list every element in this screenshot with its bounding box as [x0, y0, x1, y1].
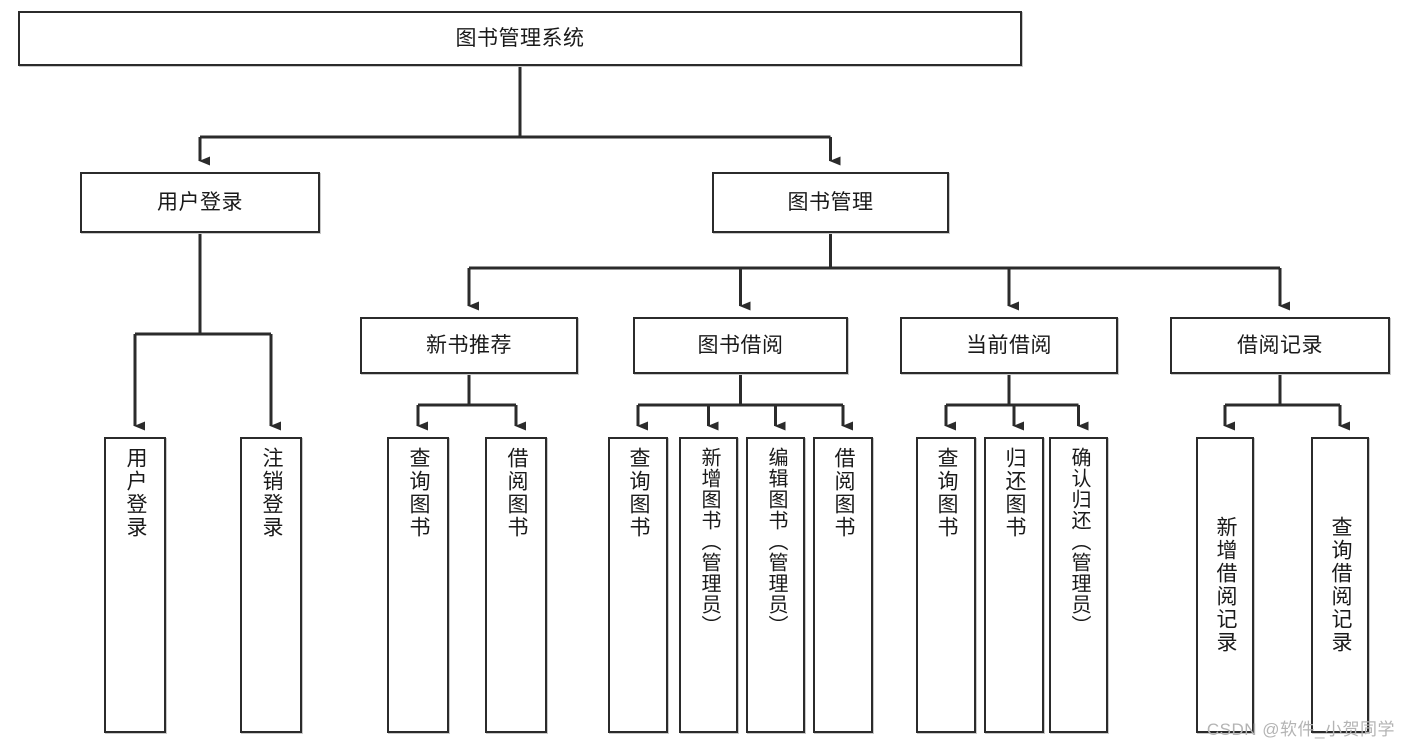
node-book-management[interactable]: 图书管理 — [712, 172, 949, 233]
node-user-login[interactable]: 用户登录 — [80, 172, 320, 233]
node-label: 借阅图书 — [505, 447, 529, 539]
node-label: 当前借阅 — [966, 333, 1052, 357]
node-leaf-confirm-return-admin[interactable]: 确认归还（管理员） — [1049, 437, 1108, 733]
node-leaf-user-logout[interactable]: 注销登录 — [240, 437, 302, 733]
node-label: 查询借阅记录 — [1329, 516, 1353, 654]
node-current-borrow[interactable]: 当前借阅 — [900, 317, 1118, 374]
node-label: 查询图书 — [407, 447, 431, 539]
node-label: 确认归还（管理员） — [1068, 447, 1090, 636]
node-label: 新增图书（管理员） — [698, 447, 720, 636]
node-label: 新增借阅记录 — [1214, 516, 1238, 654]
node-new-book-recommend[interactable]: 新书推荐 — [360, 317, 578, 374]
node-book-borrow[interactable]: 图书借阅 — [633, 317, 848, 374]
node-label: 新书推荐 — [426, 333, 512, 357]
node-leaf-edit-book-admin[interactable]: 编辑图书（管理员） — [746, 437, 805, 733]
node-leaf-borrow-book[interactable]: 借阅图书 — [813, 437, 873, 733]
node-leaf-user-login[interactable]: 用户登录 — [104, 437, 166, 733]
node-leaf-add-book-admin[interactable]: 新增图书（管理员） — [679, 437, 738, 733]
node-label: 查询图书 — [627, 447, 651, 539]
node-leaf-borrow-book-recommend[interactable]: 借阅图书 — [485, 437, 547, 733]
node-root-system[interactable]: 图书管理系统 — [18, 11, 1022, 66]
node-leaf-query-borrow-record[interactable]: 查询借阅记录 — [1311, 437, 1369, 733]
node-leaf-add-borrow-record[interactable]: 新增借阅记录 — [1196, 437, 1254, 733]
node-leaf-query-book-current[interactable]: 查询图书 — [916, 437, 976, 733]
node-label: 用户登录 — [124, 447, 148, 539]
node-label: 查询图书 — [935, 447, 959, 539]
node-leaf-query-book-borrow[interactable]: 查询图书 — [608, 437, 668, 733]
node-leaf-query-book-recommend[interactable]: 查询图书 — [387, 437, 449, 733]
node-borrow-record[interactable]: 借阅记录 — [1170, 317, 1390, 374]
node-leaf-return-book[interactable]: 归还图书 — [984, 437, 1044, 733]
node-label: 用户登录 — [157, 190, 243, 214]
node-label: 图书管理系统 — [455, 26, 585, 50]
node-label: 图书借阅 — [697, 333, 784, 357]
node-label: 图书管理 — [787, 190, 874, 214]
node-label: 借阅图书 — [832, 447, 856, 539]
node-label: 借阅记录 — [1237, 333, 1323, 357]
node-label: 编辑图书（管理员） — [765, 447, 787, 636]
node-label: 注销登录 — [260, 447, 284, 539]
csdn-watermark: CSDN @软件_小贺同学 — [1206, 720, 1395, 739]
node-label: 归还图书 — [1003, 447, 1027, 539]
